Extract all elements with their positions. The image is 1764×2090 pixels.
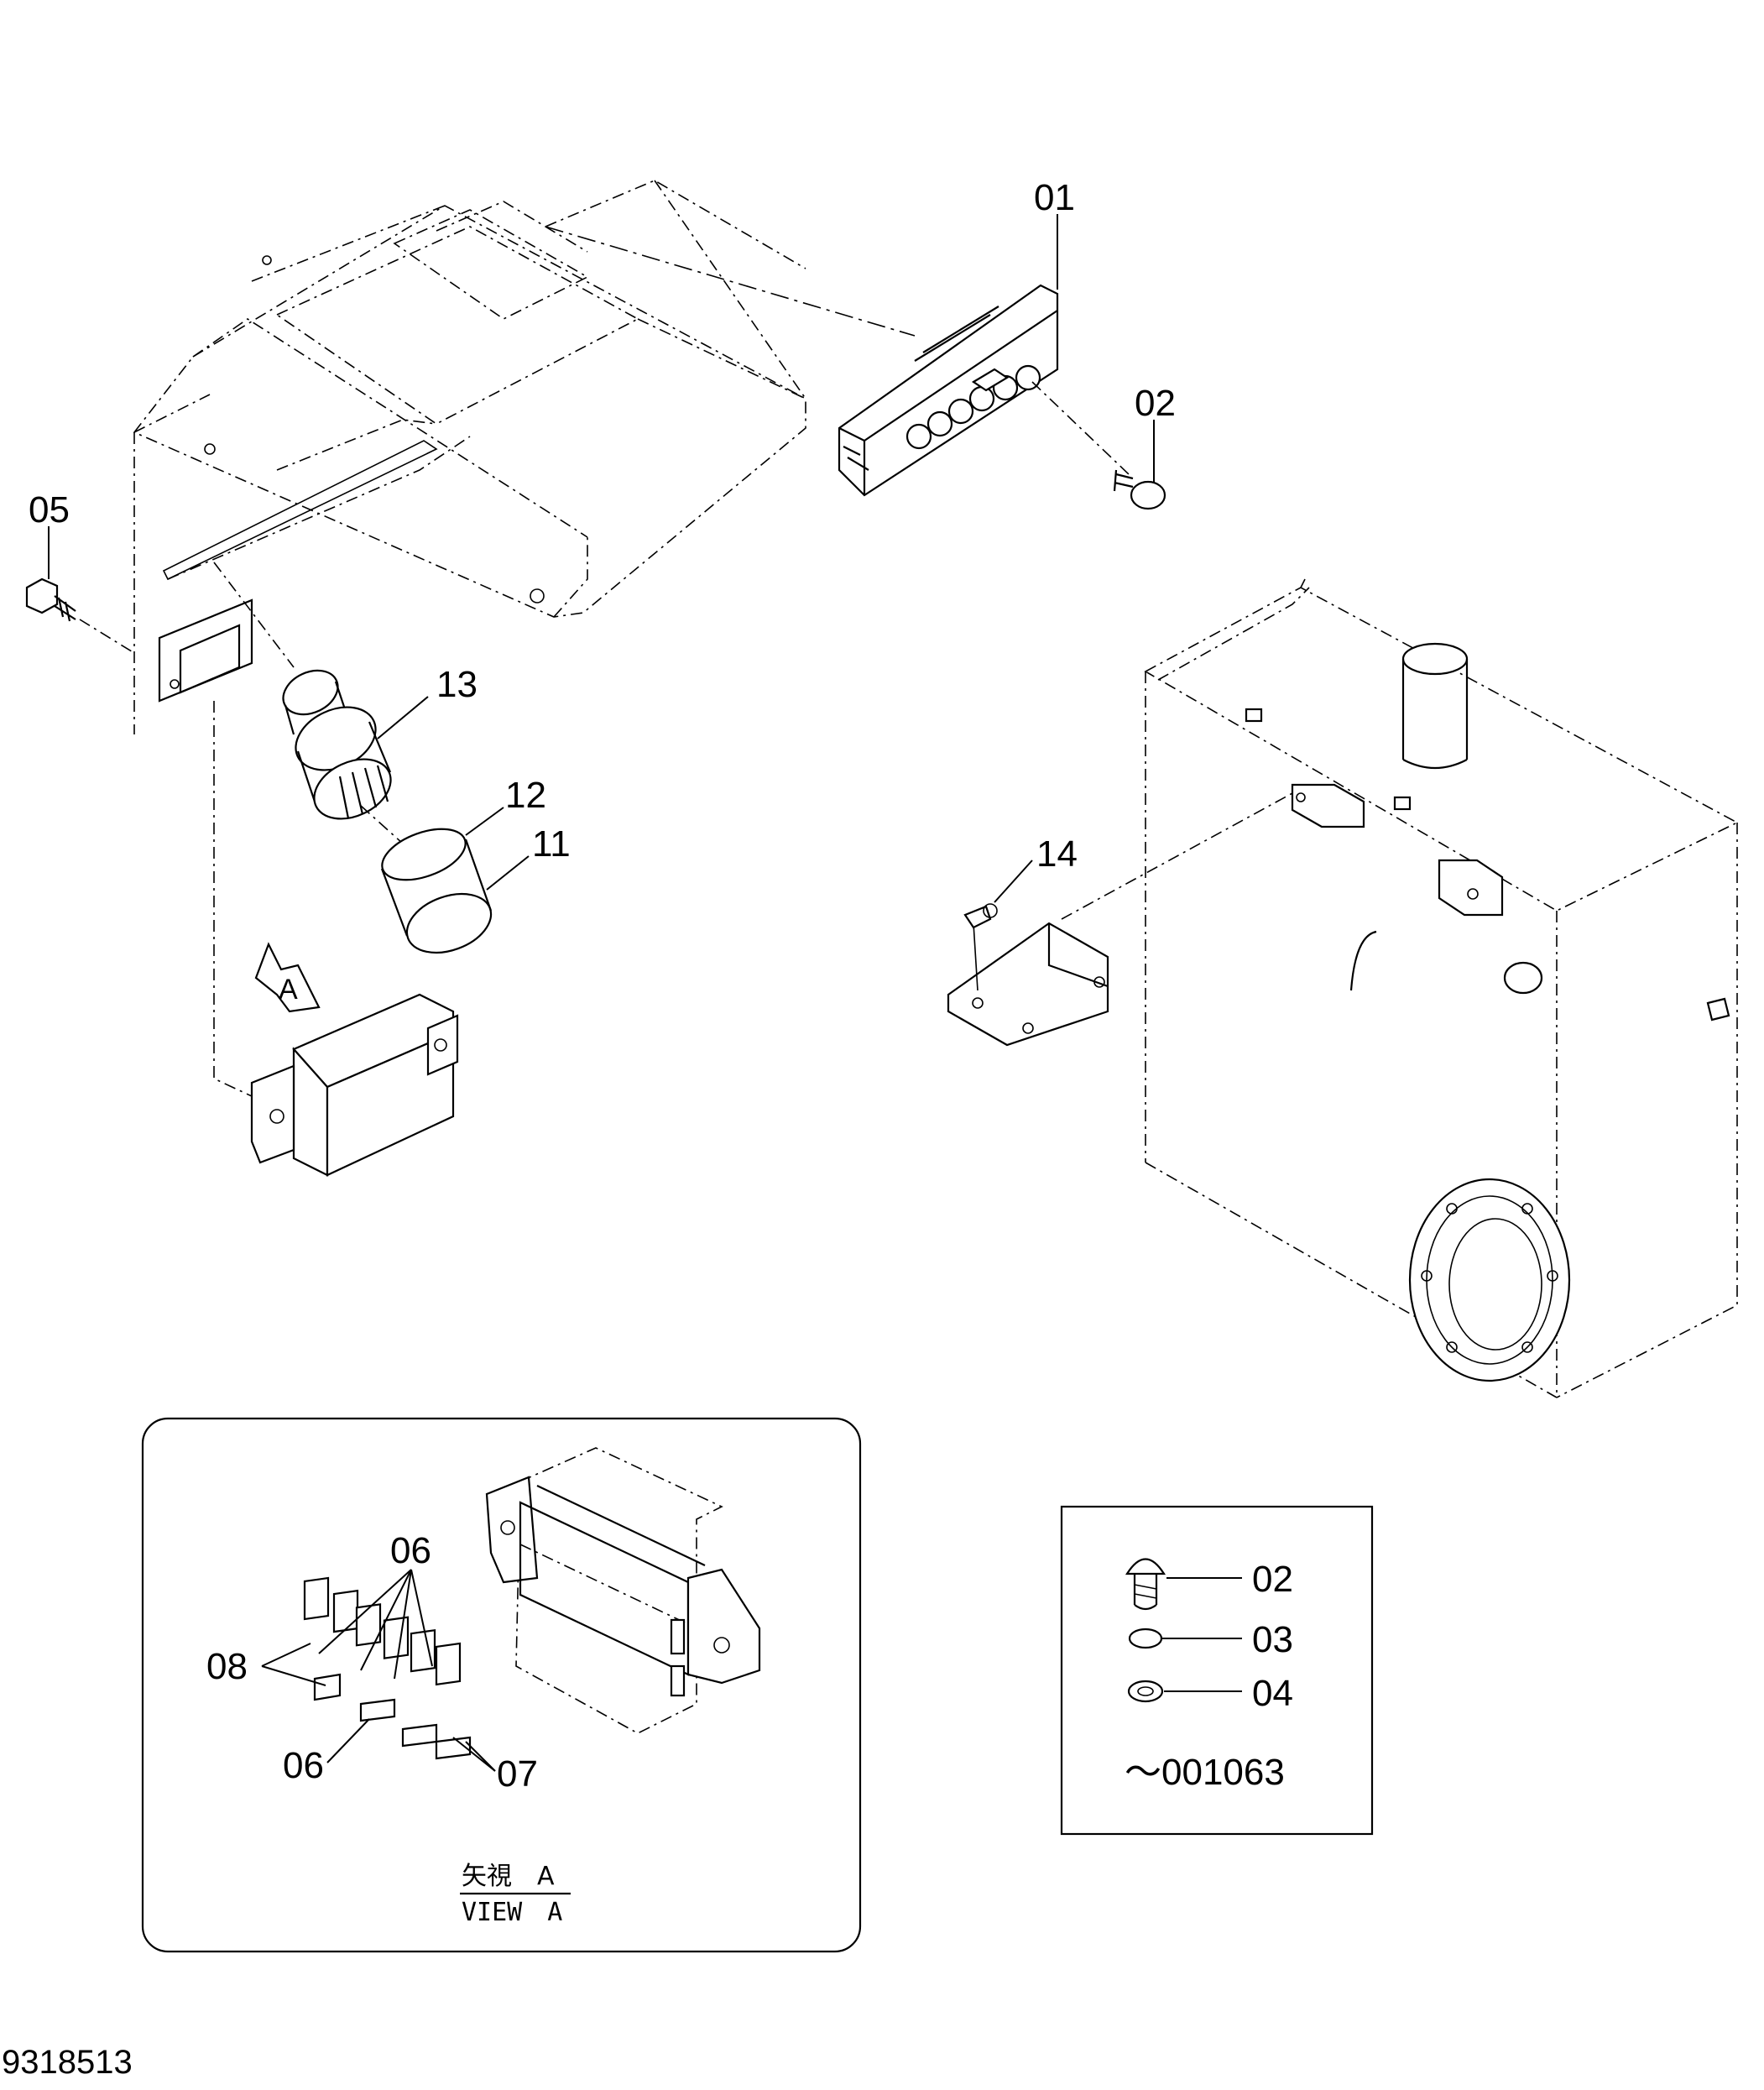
callout-05: 05 — [29, 489, 70, 530]
hw-callout-02: 02 — [1252, 1559, 1293, 1600]
bolt-05 — [25, 577, 135, 654]
view-arrow-a: A — [254, 942, 321, 1013]
inset-view-a — [141, 1417, 862, 1953]
serial-note: ～001063 — [1125, 1752, 1285, 1793]
relay-box — [213, 701, 459, 1177]
callout-01: 01 — [1034, 177, 1075, 218]
monitor-01 — [545, 226, 1130, 497]
callout-13: 13 — [436, 664, 478, 705]
callout-12: 12 — [505, 775, 546, 816]
view-arrow-label: A — [279, 974, 298, 1006]
view-a-caption-en: VIEW A — [462, 1898, 562, 1927]
panel-frame-dashed — [133, 180, 806, 734]
gasket-plate — [162, 440, 438, 581]
callout-02-top: 02 — [1135, 383, 1176, 424]
callout-08: 08 — [206, 1646, 248, 1687]
hw-callout-04: 04 — [1252, 1673, 1293, 1714]
callout-06-bottom: 06 — [283, 1745, 324, 1786]
cap-11-12 — [360, 805, 493, 954]
callout-07: 07 — [497, 1753, 538, 1795]
callout-06-top: 06 — [390, 1530, 431, 1571]
hardware-box — [1060, 1505, 1374, 1836]
drawing-number: 9318513 — [2, 2044, 133, 2081]
callout-14: 14 — [1036, 833, 1078, 875]
key-switch-13 — [213, 562, 392, 820]
callout-11: 11 — [532, 823, 571, 865]
inset-frame — [141, 1417, 862, 1953]
hw-callout-03: 03 — [1252, 1619, 1293, 1660]
hardware-box-frame — [1060, 1505, 1374, 1836]
screw-02-top — [1113, 469, 1166, 510]
view-a-caption-jp: 矢視 A — [462, 1862, 555, 1891]
bracket-left — [158, 598, 253, 703]
bracket-14 — [947, 792, 1293, 1047]
hydraulic-tank-dashed — [1144, 578, 1739, 1398]
